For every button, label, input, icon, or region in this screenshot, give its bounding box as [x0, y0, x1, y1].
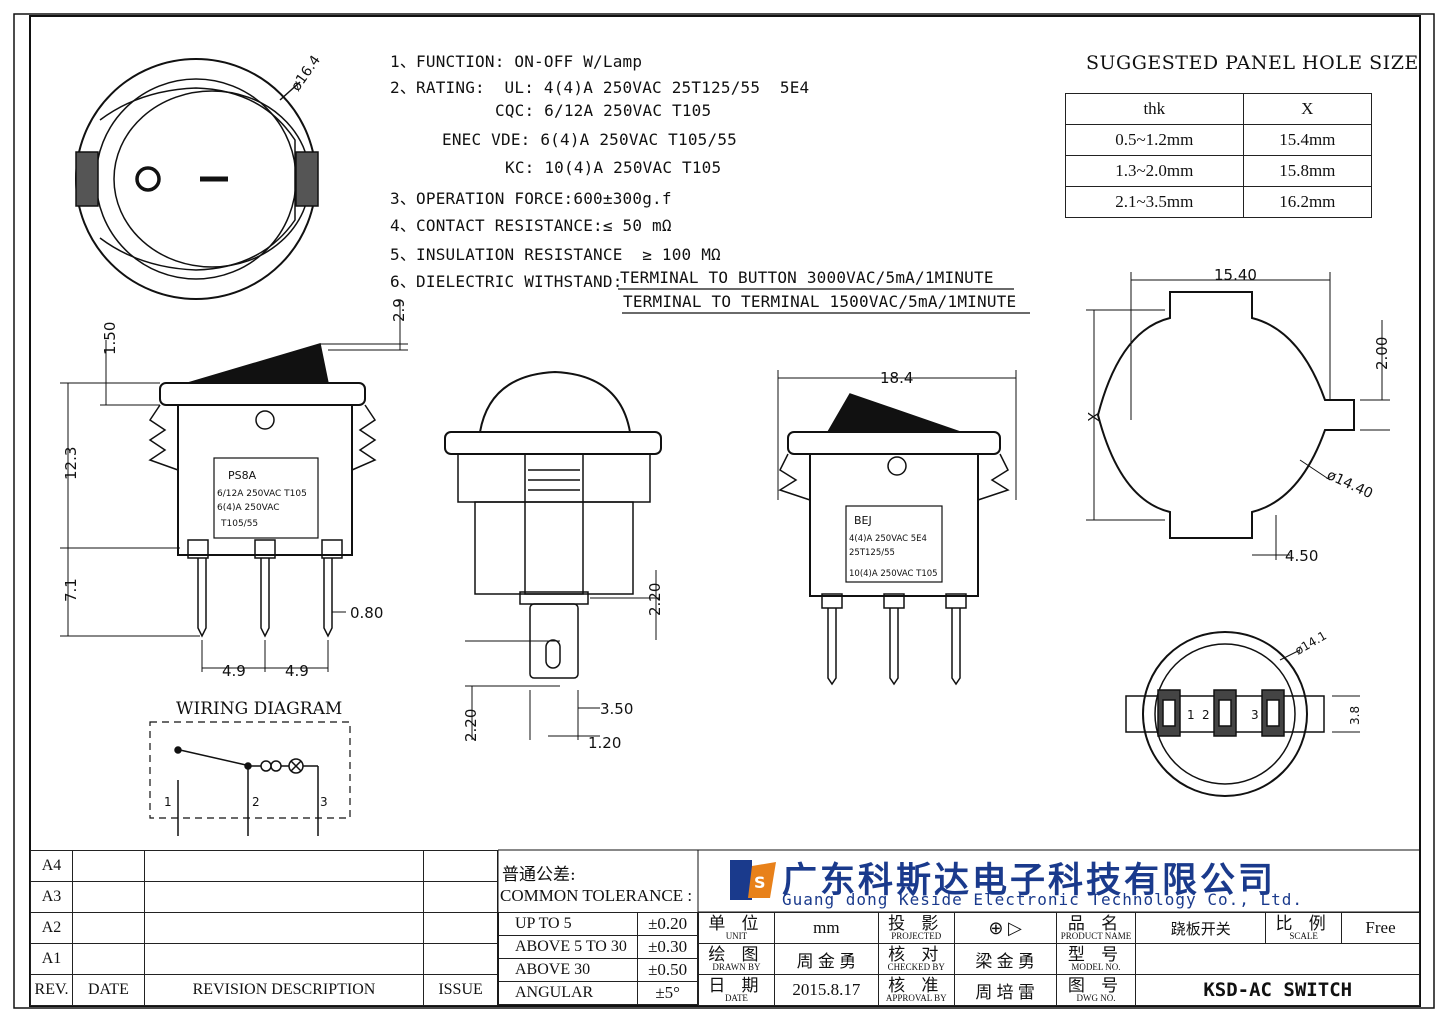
dim-label: 3.50: [600, 700, 633, 718]
svg-text:S: S: [754, 873, 766, 892]
tolerance-title-en: COMMON TOLERANCE :: [500, 886, 693, 905]
dim-label: 4.9: [285, 662, 309, 680]
table-header: thk: [1065, 93, 1244, 125]
spec-item: 5、INSULATION RESISTANCE ≥ 100 MΩ: [390, 245, 721, 264]
terminal-number: 1: [1187, 708, 1195, 722]
wiring-title: WIRING DIAGRAM: [176, 699, 342, 719]
dim-label: 0.80: [350, 604, 383, 622]
hole-size-title: SUGGESTED PANEL HOLE SIZE: [1086, 52, 1419, 74]
label-model: PS8A: [228, 469, 257, 482]
spec-item: 1、FUNCTION: ON-OFF W/Lamp: [390, 52, 643, 71]
terminal-number: 2: [252, 795, 260, 809]
dim-label: 2.00: [1373, 337, 1391, 370]
table-row: ABOVE 30±0.50: [497, 958, 698, 982]
tolerance-table: UP TO 5±0.20 ABOVE 5 TO 30±0.30 ABOVE 30…: [497, 912, 698, 1005]
dim-label: 1.20: [588, 734, 621, 752]
table-row: A1: [30, 943, 498, 975]
label-line3: T105/55: [220, 519, 258, 529]
table-row: A4: [30, 850, 498, 882]
label-line1: 6/12A 250VAC T105: [217, 489, 307, 499]
dim-label: X: [1085, 412, 1103, 422]
dim-label: 2.20: [462, 709, 480, 742]
dim-label: 2.9: [390, 298, 408, 322]
company-name-en: Guang dong Keside Electronic Technology …: [782, 890, 1304, 909]
dielectric-line: TERMINAL TO BUTTON 3000VAC/5mA/1MINUTE: [620, 268, 994, 287]
table-row: UP TO 5±0.20: [497, 912, 698, 936]
spec-item: CQC: 6/12A 250VAC T105: [495, 101, 712, 120]
spec-item: 4、CONTACT RESISTANCE:≤ 50 mΩ: [390, 216, 672, 235]
wiring-diagram: WIRING DIAGRAM 1 2 3: [149, 699, 351, 836]
spec-item: 6、DIELECTRIC WITHSTAND:: [390, 272, 623, 291]
dim-label: 4.50: [1285, 547, 1318, 565]
label-line2: 6(4)A 250VAC: [217, 503, 280, 513]
table-header: X: [1242, 93, 1373, 125]
spec-item: 2、RATING: UL: 4(4)A 250VAC 25T125/55 5E4: [390, 78, 810, 97]
front-view-right: BEJ 4(4)A 250VAC 5E4 25T125/55 10(4)A 25…: [777, 369, 1017, 686]
front-view-left: PS8A 6/12A 250VAC T105 6(4)A 250VAC T105…: [60, 298, 408, 680]
projection-symbol-icon: ⊕ ▷: [988, 917, 1022, 938]
inner-frame: [29, 15, 1421, 1007]
dim-label: 12.3: [62, 447, 80, 480]
label-line3: 10(4)A 250VAC T105: [849, 569, 938, 579]
spec-item: KC: 10(4)A 250VAC T105: [505, 158, 722, 177]
dim-label: 2.20: [646, 583, 664, 616]
dim-label: 1.50: [101, 322, 119, 355]
terminal-number: 1: [164, 795, 172, 809]
dim-label: 3.8: [1348, 706, 1362, 725]
dim-label: 15.40: [1214, 266, 1257, 284]
terminal-number: 3: [1251, 708, 1259, 722]
label-line1: 4(4)A 250VAC 5E4: [849, 534, 927, 544]
label-model: BEJ: [854, 514, 872, 527]
table-row: A2: [30, 912, 498, 944]
spec-item: 3、OPERATION FORCE:600±300g.f: [390, 189, 672, 208]
tolerance-title: 普通公差:: [502, 865, 576, 885]
dielectric-line: TERMINAL TO TERMINAL 1500VAC/5mA/1MINUTE: [623, 292, 1017, 311]
table-row: A3: [30, 881, 498, 913]
label-line2: 25T125/55: [849, 548, 895, 558]
dim-label: 18.4: [880, 369, 913, 387]
dim-label: 4.9: [222, 662, 246, 680]
table-row: ANGULAR±5°: [497, 981, 698, 1005]
terminal-number: 3: [320, 795, 328, 809]
side-view: 2.20 2.20 3.50 1.20: [444, 370, 664, 752]
outer-frame: [13, 13, 1435, 1009]
company-logo: S: [730, 860, 776, 900]
dim-label: 7.1: [62, 578, 80, 602]
company-name-cn: 广东科斯达电子科技有限公司: [782, 861, 1277, 901]
terminal-number: 2: [1202, 708, 1210, 722]
spec-item: ENEC VDE: 6(4)A 250VAC T105/55: [442, 130, 737, 149]
